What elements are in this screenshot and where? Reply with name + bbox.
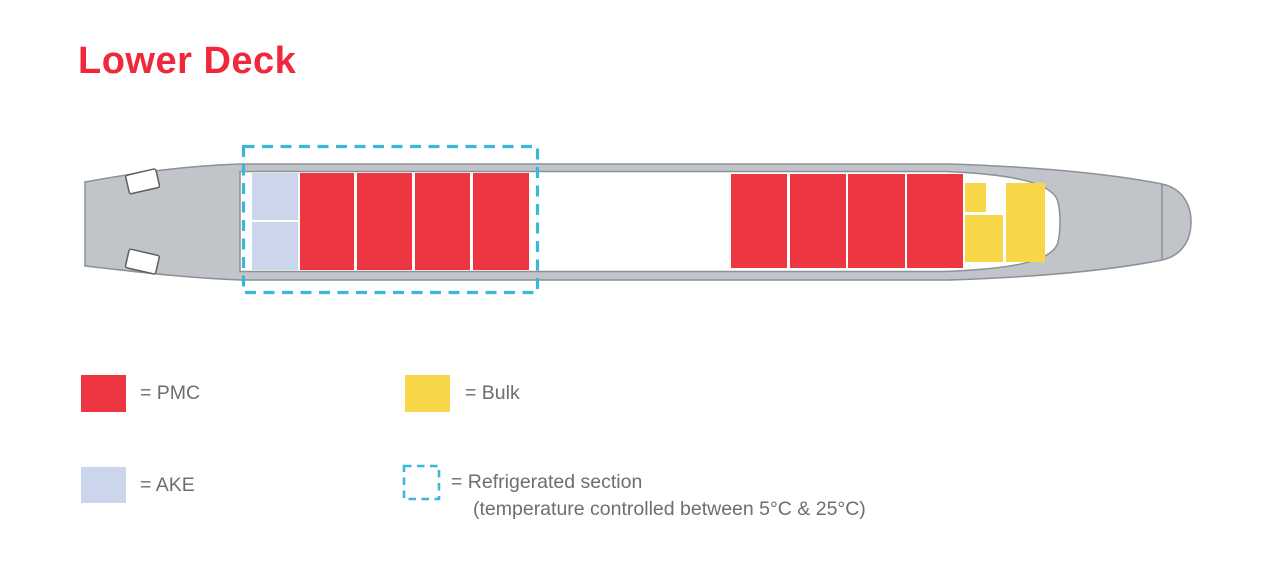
legend-label-refrigerated: = Refrigerated section (451, 471, 643, 493)
legend-label-refrigerated-sub: (temperature controlled between 5°C & 25… (473, 498, 866, 520)
cargo-block-pmc (907, 174, 963, 268)
legend-swatch-bulk (405, 375, 450, 412)
tail-hatch-top (125, 168, 161, 195)
tail-hatch-bottom (124, 248, 160, 275)
cargo-block-pmc (731, 174, 787, 268)
legend-label-pmc: = PMC (140, 382, 201, 404)
cargo-block-pmc (790, 174, 846, 268)
cargo-block-pmc (473, 173, 529, 270)
cargo-block-pmc (357, 173, 412, 270)
cargo-block-bulk (1006, 183, 1045, 262)
legend-swatch-ake (81, 467, 126, 503)
cargo-block-ake (252, 222, 298, 270)
cargo-block-ake (252, 173, 298, 220)
page-title: Lower Deck (78, 40, 297, 82)
legend-swatch-refrigerated (402, 464, 441, 501)
cargo-block-pmc (848, 174, 905, 268)
legend-swatch-pmc (81, 375, 126, 412)
cargo-block-bulk (965, 215, 1003, 262)
legend-label-bulk: = Bulk (465, 382, 520, 404)
cargo-block-pmc (415, 173, 470, 270)
legend-label-ake: = AKE (140, 474, 195, 496)
cargo-block-pmc (300, 173, 354, 270)
cargo-block-bulk (965, 183, 986, 212)
